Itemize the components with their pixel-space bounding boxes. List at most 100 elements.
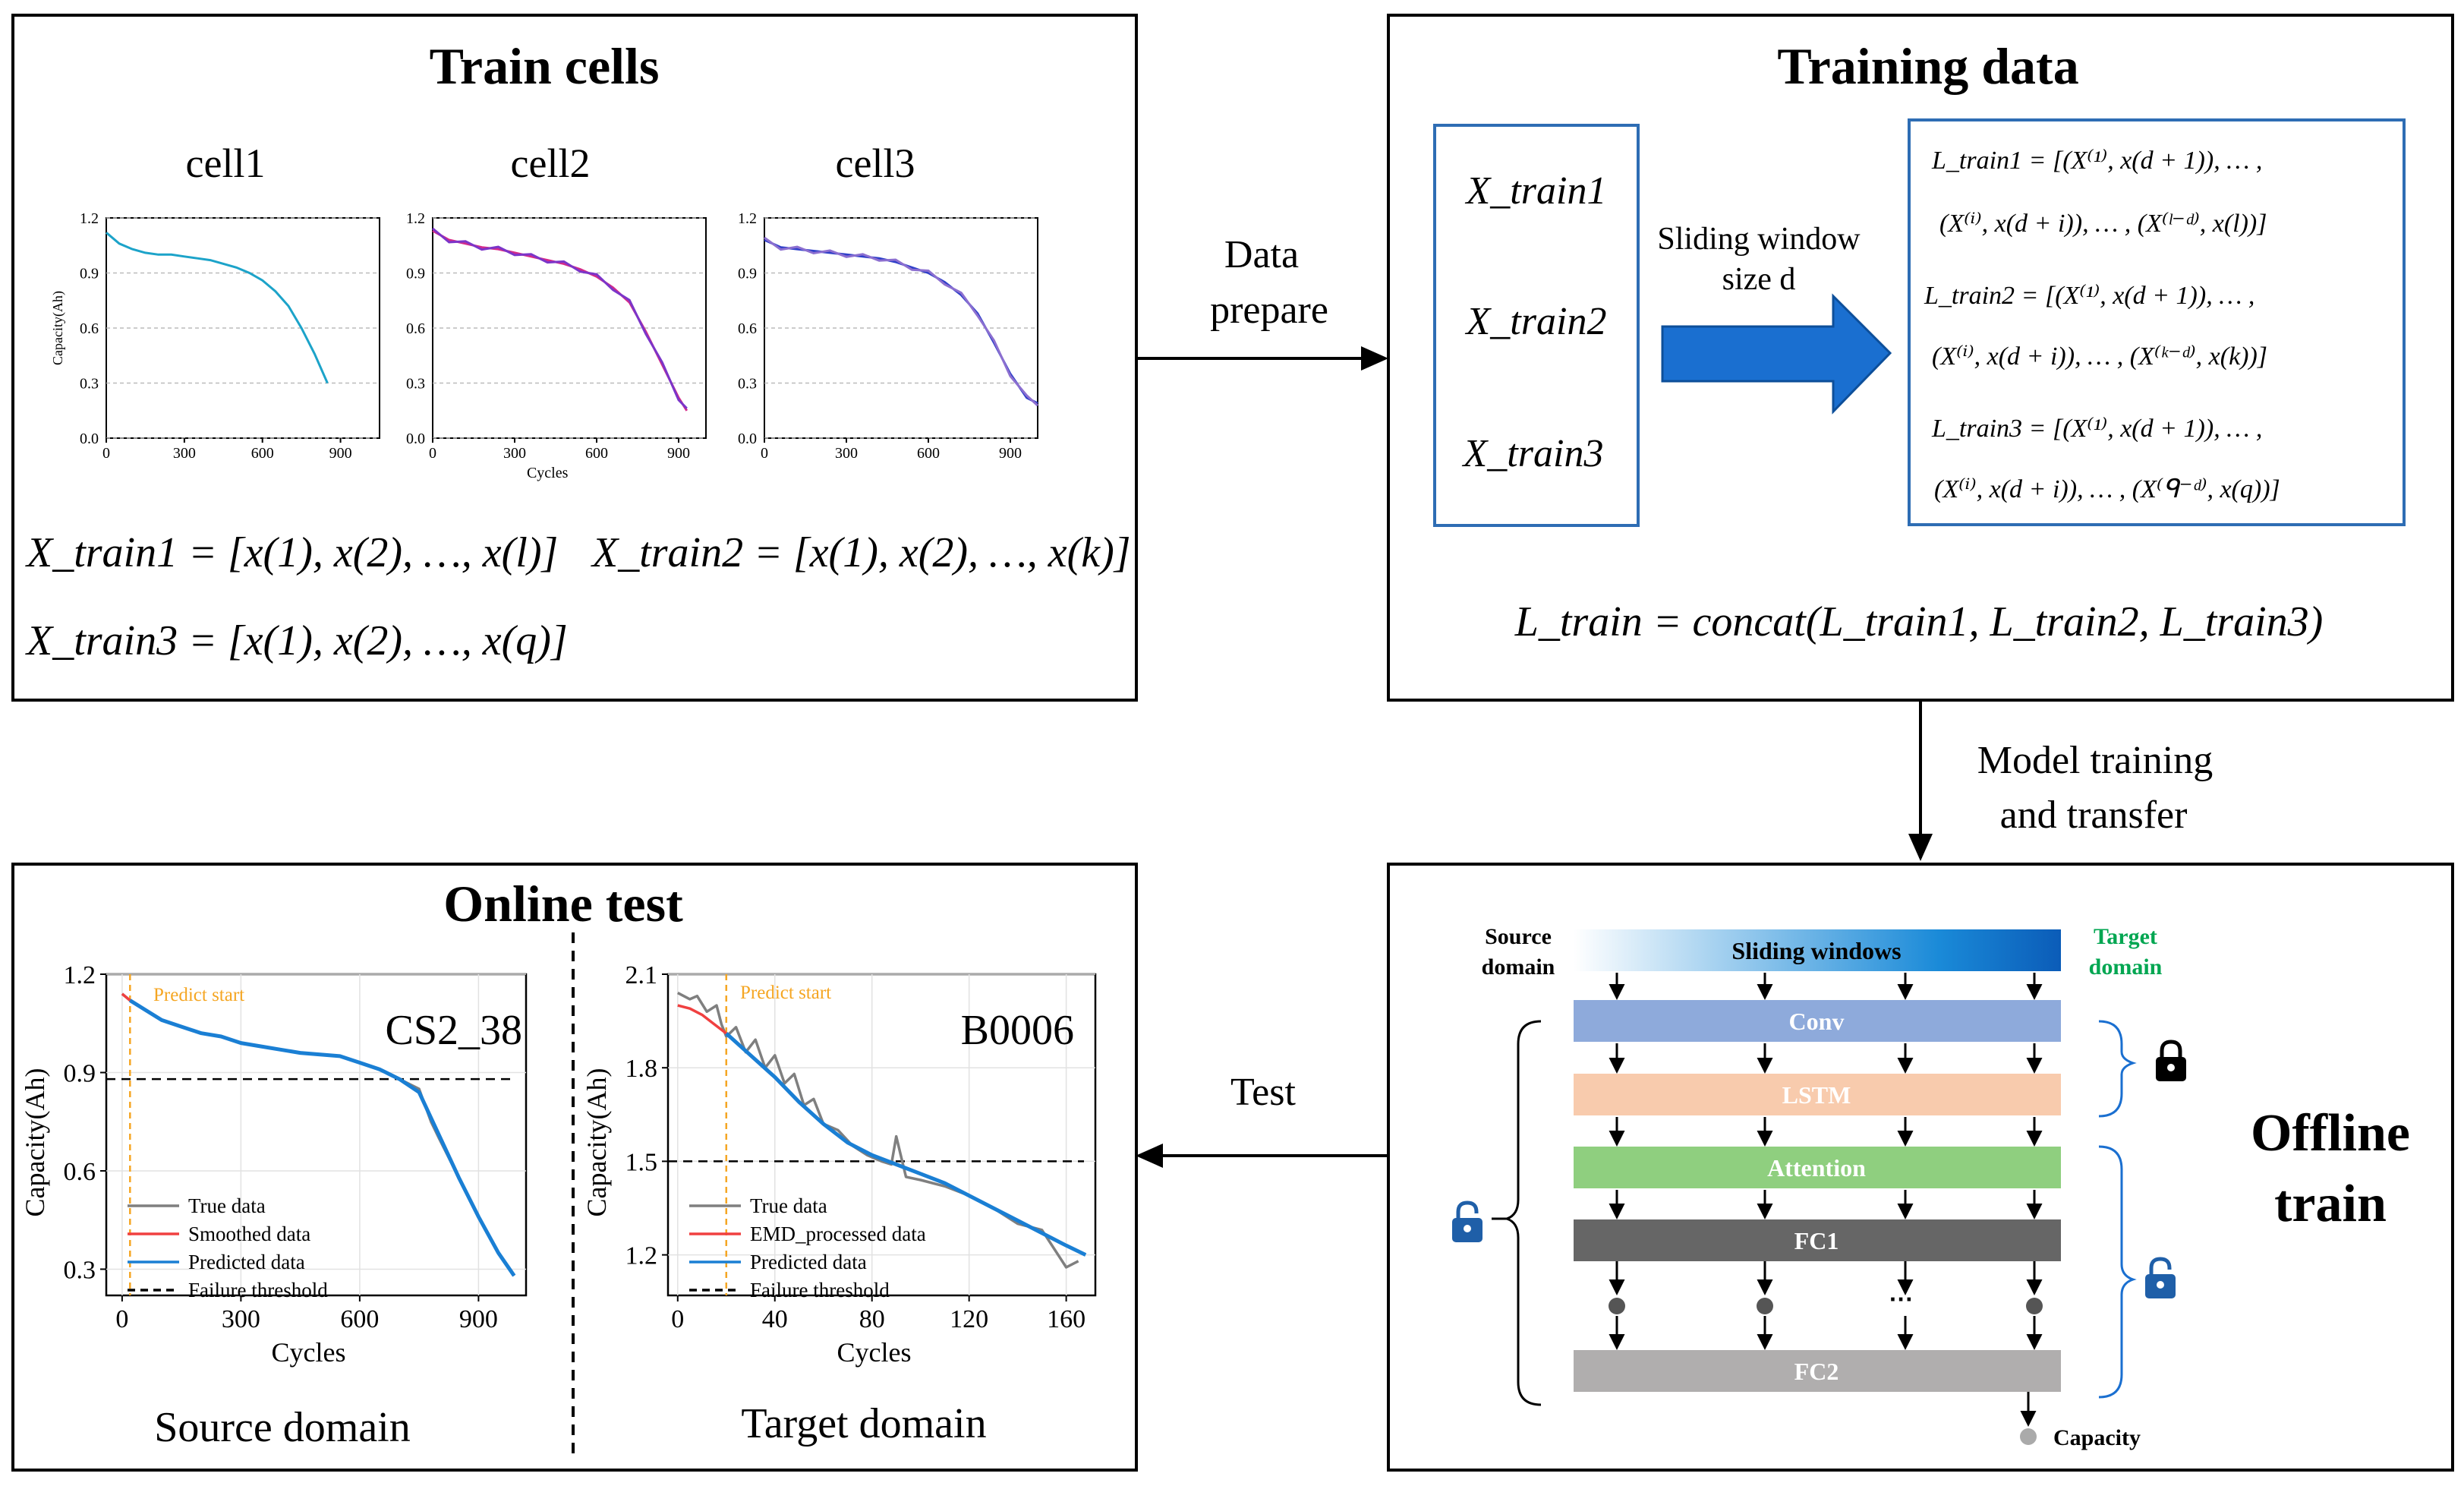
fc1-label: FC1 <box>1794 1227 1839 1254</box>
x-tick-label: 300 <box>503 445 526 462</box>
source-domain-label-2: domain <box>1482 954 1555 980</box>
y-tick-label: 0.3 <box>406 376 425 393</box>
x-tick-label: 900 <box>329 445 352 462</box>
x-axis-label: Cycles <box>272 1337 346 1368</box>
attention-layer <box>1574 1147 2061 1188</box>
hidden-unit-node <box>1609 1298 1625 1314</box>
x-train1-label: X_train1 <box>1465 169 1607 213</box>
x-tick-label: 600 <box>251 445 274 462</box>
lock-icon <box>2156 1040 2186 1081</box>
sliding-window-block-arrow <box>1661 293 1892 415</box>
sample-sets-box <box>1908 118 2406 526</box>
train-cells-panel: Train cells cell1 cell2 cell3 0 300 600 900… <box>11 14 1138 702</box>
y-tick-label: 0.9 <box>64 1059 96 1087</box>
test-arrow: Test <box>1136 1071 1388 1168</box>
cell1-label: cell1 <box>186 140 266 186</box>
sliding-window-label-2: size d <box>1722 262 1796 297</box>
model-training-label-2: and transfer <box>2000 793 2188 837</box>
series-line <box>121 992 131 1002</box>
legend-label: EMD_processed data <box>750 1223 926 1245</box>
x-tick-label: 600 <box>585 445 608 462</box>
hidden-units-ellipsis: ··· <box>1889 1286 1914 1313</box>
x-tick-label: 900 <box>459 1305 498 1333</box>
plot-frame <box>105 973 528 1297</box>
x-tick-label: 80 <box>859 1305 885 1333</box>
x-tick-label: 600 <box>917 445 940 462</box>
predict-start-annotation: Predict start <box>740 983 831 1003</box>
cell3-label: cell3 <box>836 140 915 186</box>
y-tick-label: 0.6 <box>738 320 757 337</box>
cell2-label: cell2 <box>511 140 591 186</box>
x-tick-label: 0 <box>671 1305 684 1333</box>
concat-equation: L_train = concat(L_train1, L_train2, L_t… <box>1514 598 2324 645</box>
target-domain-label-2: domain <box>2089 954 2163 980</box>
capacity-output-node <box>2020 1428 2037 1445</box>
y-tick-label: 0.0 <box>738 431 757 447</box>
layer-connection-arrows <box>1609 973 2043 1427</box>
l-train2-line1: L_train2 = [(X⁽¹⁾, x(d + 1)), … , <box>1924 282 2254 310</box>
unlock-icon <box>1452 1200 1482 1242</box>
x-tick-label: 0 <box>102 445 110 462</box>
l-train1-line2: (X⁽ⁱ⁾, x(d + i)), … , (X⁽ˡ⁻ᵈ⁾, x(l))] <box>1939 210 2267 238</box>
lstm-layer <box>1574 1074 2061 1115</box>
x-tick-label: 300 <box>222 1305 260 1333</box>
x-axis-label: Cycles <box>837 1337 912 1368</box>
attention-label: Attention <box>1767 1154 1866 1182</box>
y-tick-label: 0.9 <box>738 266 757 282</box>
y-tick-label: 1.2 <box>738 210 757 227</box>
unlock-icon <box>2145 1257 2176 1298</box>
source-domain-label-1: Source <box>1485 924 1552 949</box>
l-train3-line1: L_train3 = [(X⁽¹⁾, x(d + 1)), … , <box>1931 415 2262 443</box>
series-line <box>725 1032 1087 1257</box>
data-prepare-arrow: Data prepare <box>1136 233 1388 371</box>
y-tick-label: 1.2 <box>64 961 96 989</box>
model-training-label-1: Model training <box>1977 739 2214 782</box>
capacity-curve <box>764 236 1039 407</box>
capacity-curve <box>432 227 688 409</box>
x-tick-label: 300 <box>173 445 196 462</box>
online-test-title: Online test <box>443 875 683 932</box>
plot-frame <box>666 973 1097 1297</box>
predict-start-annotation: Predict start <box>153 985 244 1005</box>
conv-lstm-brace <box>2098 1020 2137 1118</box>
input-sets-box <box>1433 124 1640 527</box>
legend-label: Predicted data <box>750 1251 867 1273</box>
sliding-windows-layer <box>1574 929 2061 971</box>
training-data-title: Training data <box>1777 37 2078 95</box>
offline-train-panel: Offline train Source domain Target domai… <box>1387 863 2454 1472</box>
y-tick-label: 0.9 <box>80 266 99 282</box>
train-cells-title: Train cells <box>430 37 660 95</box>
legend-label: Failure threshold <box>750 1279 890 1301</box>
chart-title: CS2_38 <box>386 1007 523 1054</box>
conv-layer <box>1574 1000 2061 1042</box>
y-tick-label: 0.3 <box>64 1256 96 1284</box>
y-tick-label: 0.0 <box>80 431 99 447</box>
equation-x-train3: X_train3 = [x(1), x(2), …, x(q)] <box>25 617 568 664</box>
target-domain-label-1: Target <box>2094 924 2157 949</box>
target-domain-caption: Target domain <box>741 1400 986 1447</box>
x-tick-label: 600 <box>340 1305 379 1333</box>
x-tick-label: 0 <box>115 1305 128 1333</box>
data-prepare-label-1: Data <box>1224 233 1299 276</box>
x-tick-label: 160 <box>1047 1305 1085 1333</box>
series-line <box>677 1004 727 1035</box>
hidden-unit-node <box>2026 1298 2043 1314</box>
x-tick-label: 40 <box>762 1305 788 1333</box>
y-tick-label: 1.2 <box>406 210 425 227</box>
l-train3-line2: (X⁽ⁱ⁾, x(d + i)), … , (X⁽ᑫ⁻ᵈ⁾, x(q))] <box>1934 475 2280 503</box>
legend-label: True data <box>188 1194 266 1217</box>
offline-train-title-1: Offline <box>2251 1104 2410 1163</box>
legend-label: Smoothed data <box>188 1223 310 1245</box>
l-train2-line2: (X⁽ⁱ⁾, x(d + i)), … , (X⁽ᵏ⁻ᵈ⁾, x(k))] <box>1932 342 2267 371</box>
fc1-layer <box>1574 1219 2061 1261</box>
y-tick-label: 0.9 <box>406 266 425 282</box>
equation-x-train2: X_train2 = [x(1), x(2), …, x(k)] <box>591 529 1131 576</box>
training-data-panel: Training data X_train1 X_train2 X_train3… <box>1387 14 2454 702</box>
data-prepare-label-2: prepare <box>1210 289 1328 332</box>
lstm-label: LSTM <box>1782 1081 1851 1109</box>
